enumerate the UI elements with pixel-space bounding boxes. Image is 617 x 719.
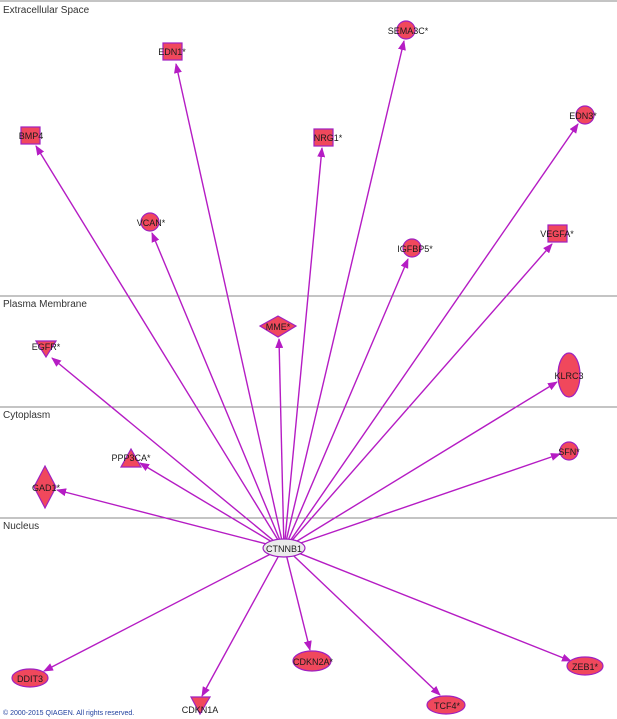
node-igfbp5-label: IGFBP5*	[397, 244, 433, 254]
node-tcf4-label: TCF4*	[434, 701, 461, 711]
node-sfn-shape	[559, 441, 579, 461]
edge-ctnnb1-igfbp5	[286, 258, 409, 543]
node-cdkn2a-label: CDKN2A*	[293, 657, 334, 667]
edge-ctnnb1-gad1	[56, 488, 277, 548]
node-edn1[interactable]: EDN1*	[158, 42, 186, 61]
node-ddit3-label: DDIT3	[17, 674, 43, 684]
node-ddit3[interactable]: DDIT3	[11, 668, 49, 688]
edge-ctnnb1-sfn	[291, 453, 561, 547]
node-nrg1-shape	[313, 128, 334, 147]
nodes: EDN1* SEMA3C* BMP4 NRG1* EDN3* VCAN* IGF…	[11, 20, 604, 716]
node-mme-shape	[258, 315, 298, 338]
edge-ctnnb1-sema3c	[285, 40, 406, 543]
node-zeb1-label: ZEB1*	[572, 662, 599, 672]
hub-node-shape	[262, 538, 306, 558]
node-gad1-shape	[33, 464, 57, 510]
node-cdkn2a-shape	[292, 650, 332, 672]
node-edn1-shape	[162, 42, 183, 61]
node-tcf4-shape	[426, 695, 466, 715]
node-sema3c[interactable]: SEMA3C*	[388, 20, 429, 40]
region-label-extracellular: Extracellular Space	[3, 5, 90, 16]
hub-node-label: CTNNB1	[266, 544, 302, 554]
node-vegfa-shape	[547, 224, 568, 243]
node-igfbp5-shape	[402, 238, 422, 258]
node-bmp4[interactable]: BMP4	[19, 126, 44, 145]
node-ddit3-shape	[11, 668, 49, 688]
edge-ctnnb1-zeb1	[291, 549, 572, 662]
edges	[35, 40, 579, 697]
node-edn3[interactable]: EDN3*	[569, 105, 597, 125]
node-edn1-label: EDN1*	[158, 47, 186, 57]
node-bmp4-shape	[20, 126, 41, 145]
node-vegfa[interactable]: VEGFA*	[540, 224, 574, 243]
node-tcf4[interactable]: TCF4*	[426, 695, 466, 715]
edge-ctnnb1-bmp4	[35, 145, 281, 544]
node-egfr-shape	[34, 340, 58, 359]
edge-ctnnb1-vegfa	[288, 243, 553, 544]
region-label-nucleus: Nucleus	[3, 521, 39, 532]
node-nrg1-label: NRG1*	[314, 133, 343, 143]
node-egfr-label: EGFR*	[32, 342, 61, 352]
node-mme-label: MME*	[266, 322, 291, 332]
node-gad1[interactable]: GAD1*	[32, 464, 61, 510]
edge-ctnnb1-edn3	[288, 123, 579, 544]
edge-ctnnb1-cdkn1a	[201, 552, 281, 697]
hub-node-ctnnb1[interactable]: CTNNB1	[262, 538, 306, 558]
edge-ctnnb1-klrc3	[290, 381, 558, 546]
node-zeb1[interactable]: ZEB1*	[566, 656, 604, 676]
node-edn3-label: EDN3*	[569, 111, 597, 121]
copyright-notice: © 2000-2015 QIAGEN. All rights reserved.	[3, 709, 134, 717]
region-dividers	[0, 0, 617, 519]
node-gad1-label: GAD1*	[32, 483, 61, 493]
node-sfn[interactable]: SFN*	[558, 441, 580, 461]
node-edn3-shape	[575, 105, 595, 125]
edge-ctnnb1-cdkn2a	[285, 553, 312, 651]
node-ppp3ca-shape	[119, 447, 143, 468]
edge-ctnnb1-ddit3	[43, 550, 278, 672]
node-ppp3ca-label: PPP3CA*	[111, 453, 151, 463]
edge-ctnnb1-mme	[275, 338, 285, 543]
region-labels: Extracellular Space Plasma Membrane Cyto…	[3, 5, 90, 532]
node-klrc3-shape	[557, 352, 581, 398]
edge-ctnnb1-tcf4	[289, 551, 441, 696]
region-label-cytoplasm: Cytoplasm	[3, 410, 50, 421]
node-vcan-label: VCAN*	[137, 218, 166, 228]
node-egfr[interactable]: EGFR*	[32, 340, 61, 359]
node-cdkn1a-label: CDKN1A	[182, 705, 219, 715]
node-ppp3ca[interactable]: PPP3CA*	[111, 447, 151, 468]
node-klrc3[interactable]: KLRC3	[554, 352, 584, 398]
node-vegfa-label: VEGFA*	[540, 229, 574, 239]
node-nrg1[interactable]: NRG1*	[313, 128, 343, 147]
node-sfn-label: SFN*	[558, 447, 580, 457]
edge-ctnnb1-nrg1	[284, 147, 326, 543]
node-vcan[interactable]: VCAN*	[137, 212, 166, 232]
node-sema3c-shape	[396, 20, 416, 40]
node-cdkn1a[interactable]: CDKN1A	[182, 696, 219, 716]
node-mme[interactable]: MME*	[258, 315, 298, 338]
node-sema3c-label: SEMA3C*	[388, 26, 429, 36]
node-cdkn1a-shape	[190, 696, 212, 716]
edge-ctnnb1-vcan	[151, 232, 282, 543]
edge-ctnnb1-ppp3ca	[139, 462, 278, 546]
node-bmp4-label: BMP4	[19, 131, 44, 141]
node-cdkn2a[interactable]: CDKN2A*	[292, 650, 334, 672]
edge-ctnnb1-egfr	[51, 357, 279, 545]
node-zeb1-shape	[566, 656, 604, 676]
node-vcan-shape	[140, 212, 160, 232]
node-klrc3-label: KLRC3	[554, 371, 583, 381]
region-label-plasma: Plasma Membrane	[3, 299, 87, 310]
edge-ctnnb1-edn1	[174, 63, 283, 543]
node-igfbp5[interactable]: IGFBP5*	[397, 238, 433, 258]
